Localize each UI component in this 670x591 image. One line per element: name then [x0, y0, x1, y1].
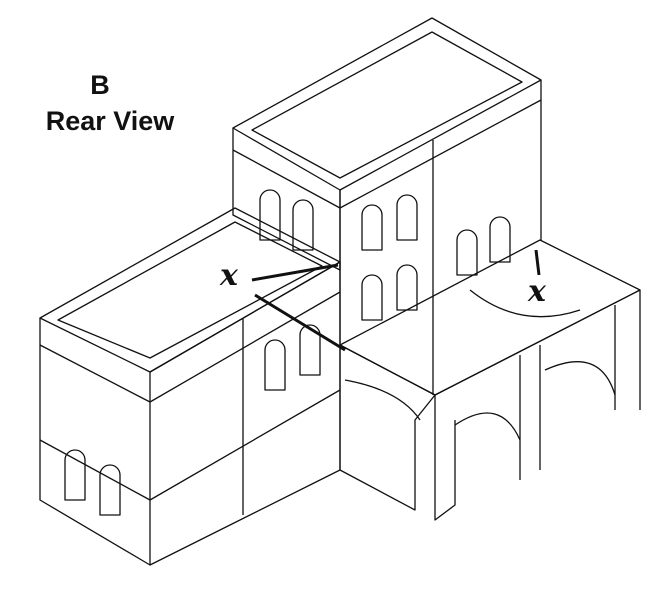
tower-roof: [232, 17, 542, 191]
left-wing-band-1: [39, 344, 151, 403]
marker-leader-line: [254, 293, 346, 352]
windows: [64, 189, 511, 516]
view-title: Rear View: [45, 106, 175, 136]
arcade-arch-front: [344, 379, 421, 421]
tower-roof-inner: [251, 31, 523, 179]
arcade-right-face: [434, 289, 641, 410]
marker-x-right: x: [528, 274, 546, 309]
marker-leader-line: [534, 249, 541, 276]
tower-cornice-left: [232, 149, 341, 209]
left-wing-roof-inner: [57, 221, 323, 359]
view-letter: B: [90, 70, 110, 100]
arcade-arch-right-2: [544, 361, 616, 396]
left-wing-front: [39, 318, 151, 566]
left-wing-floor-1: [39, 439, 151, 501]
left-wing-floor-2: [149, 389, 341, 501]
marker-x-left: x: [220, 258, 238, 293]
arcade-curve: [469, 289, 581, 318]
arcade-deck: [339, 239, 641, 396]
left-wing-roof: [39, 207, 341, 373]
tower-cornice-right: [339, 99, 542, 209]
arcade-front: [339, 345, 456, 521]
left-wing-band-2: [149, 291, 341, 403]
arcade-arch-right-1: [454, 412, 521, 441]
tower-right-face: [339, 190, 436, 396]
marker-leader-line: [251, 263, 339, 282]
